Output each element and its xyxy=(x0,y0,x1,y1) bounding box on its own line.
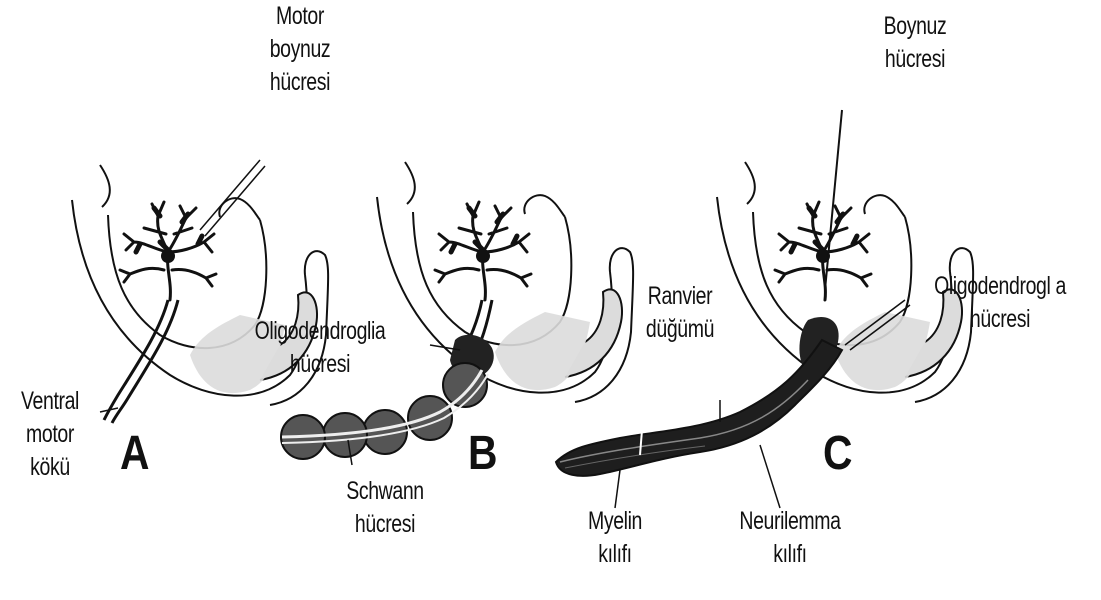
panel-label-a: A xyxy=(120,430,149,478)
panel-label-b: B xyxy=(468,430,497,478)
panel-b-drawing xyxy=(377,162,633,402)
panel-label-c: C xyxy=(823,430,852,478)
